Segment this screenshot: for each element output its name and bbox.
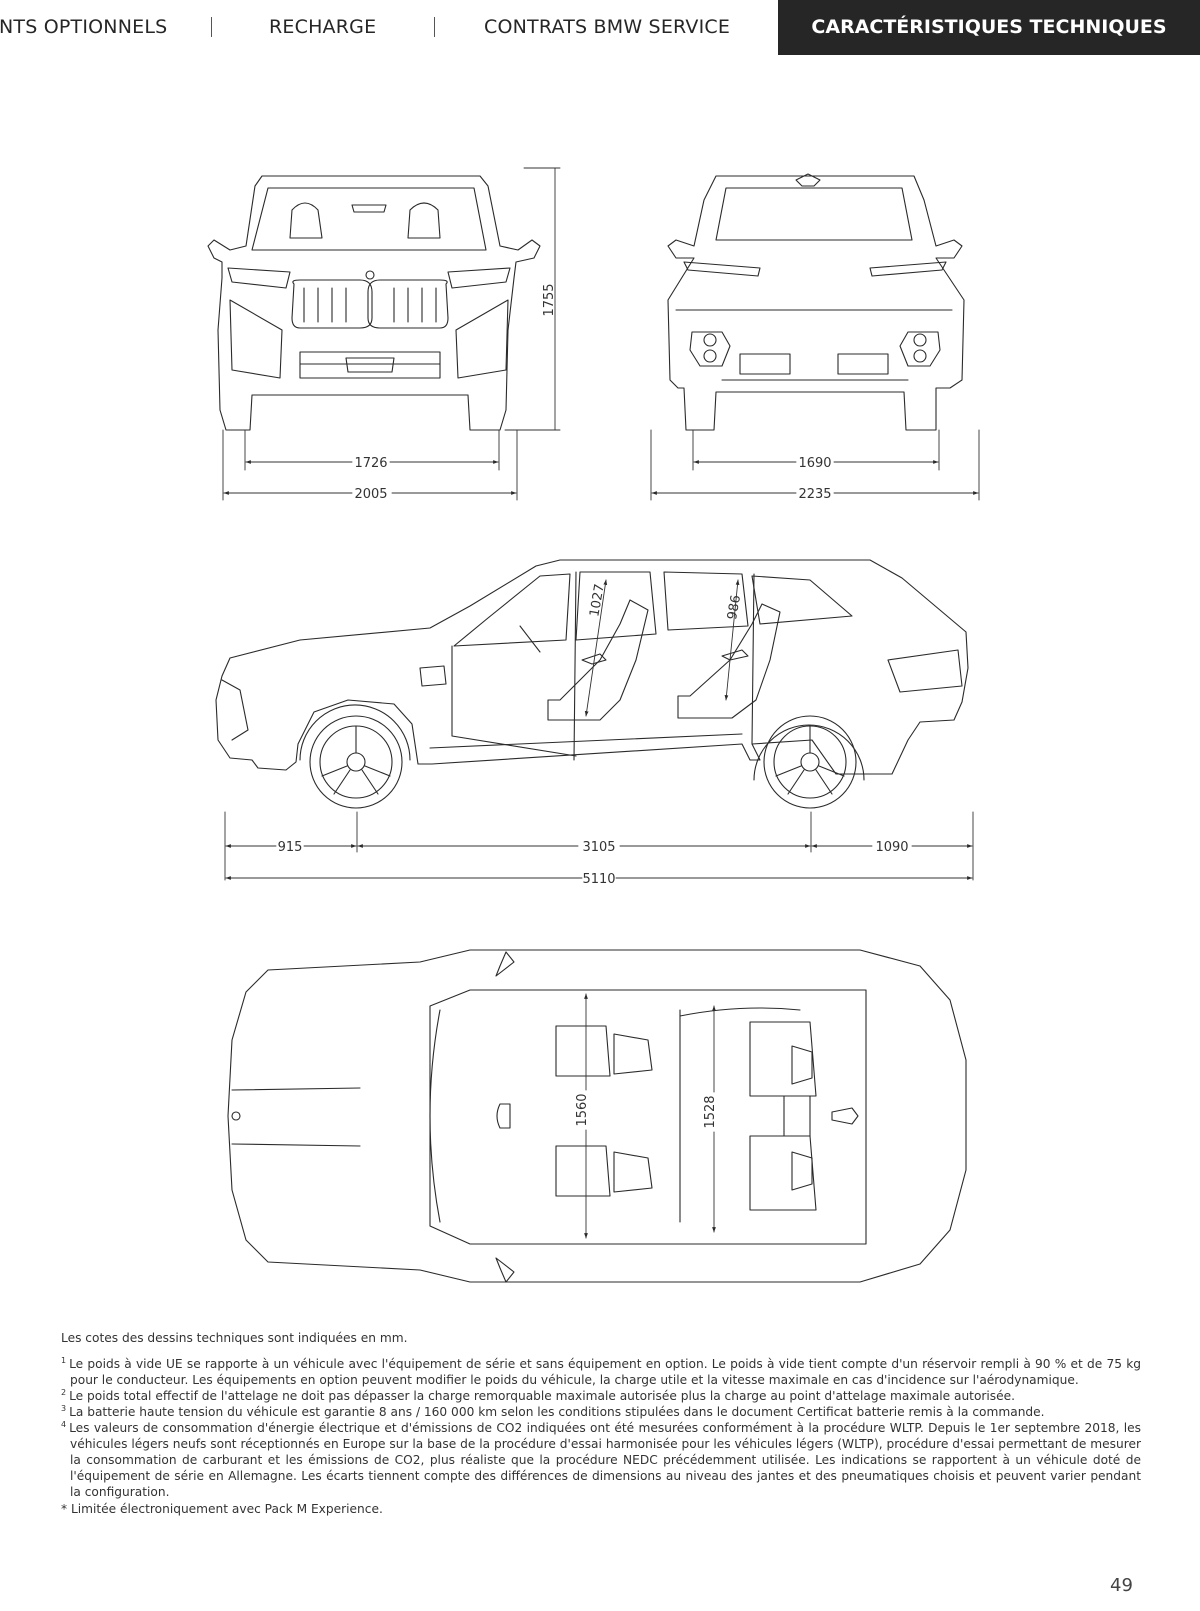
dim-label-inner-width-rear: 1528	[703, 1095, 718, 1128]
footnote-text: La batterie haute tension du véhicule es…	[69, 1405, 1045, 1419]
dim-label-overhang-rear: 1090	[875, 840, 908, 855]
dim-label-headroom-front: 1027	[587, 583, 608, 618]
nav-separator	[434, 17, 435, 37]
dim-label-height: 1755	[542, 283, 557, 316]
nav-tab-contrats-bmw-service[interactable]: CONTRATS BMW SERVICE	[484, 16, 731, 38]
nav-tab-caracteristiques-techniques[interactable]: CARACTÉRISTIQUES TECHNIQUES	[778, 0, 1200, 55]
dim-label-front-width: 2005	[354, 487, 387, 502]
dim-label-overhang-front: 915	[278, 840, 303, 855]
top-navigation: NTS OPTIONNELS RECHARGE CONTRATS BMW SER…	[0, 0, 1200, 55]
footnote-number: 2	[61, 1387, 67, 1397]
dimension-lines	[222, 167, 980, 1239]
dim-label-rear-track: 1690	[798, 456, 831, 471]
footnote-number: 3	[61, 1403, 67, 1413]
footnote-number: 4	[61, 1419, 67, 1429]
dim-label-rear-width: 2235	[798, 487, 831, 502]
side-view-drawing	[215, 559, 969, 809]
footnotes-section: Les cotes des dessins techniques sont in…	[61, 1330, 1141, 1517]
nav-separator	[211, 17, 212, 37]
footnote-text: Les valeurs de consommation d'énergie él…	[69, 1421, 1141, 1499]
footnote-text: Le poids total effectif de l'attelage ne…	[69, 1389, 1016, 1403]
dim-label-front-track: 1726	[354, 456, 387, 471]
footnote-text: Le poids à vide UE se rapporte à un véhi…	[69, 1357, 1141, 1387]
units-note: Les cotes des dessins techniques sont in…	[61, 1331, 408, 1345]
top-view-drawing	[227, 949, 967, 1283]
nav-tab-equipements-optionnels[interactable]: NTS OPTIONNELS	[0, 16, 168, 38]
star-note: * Limitée électroniquement avec Pack M E…	[61, 1502, 383, 1516]
page-number: 49	[1110, 1575, 1133, 1596]
dim-label-length: 5110	[582, 872, 615, 887]
dim-label-wheelbase: 3105	[582, 840, 615, 855]
front-view-drawing	[207, 175, 541, 431]
dim-label-inner-width-front: 1560	[575, 1093, 590, 1126]
rear-view-drawing	[667, 173, 965, 431]
dim-label-headroom-rear: 986	[725, 594, 744, 621]
footnote-number: 1	[61, 1355, 67, 1365]
nav-tab-recharge[interactable]: RECHARGE	[269, 16, 377, 38]
